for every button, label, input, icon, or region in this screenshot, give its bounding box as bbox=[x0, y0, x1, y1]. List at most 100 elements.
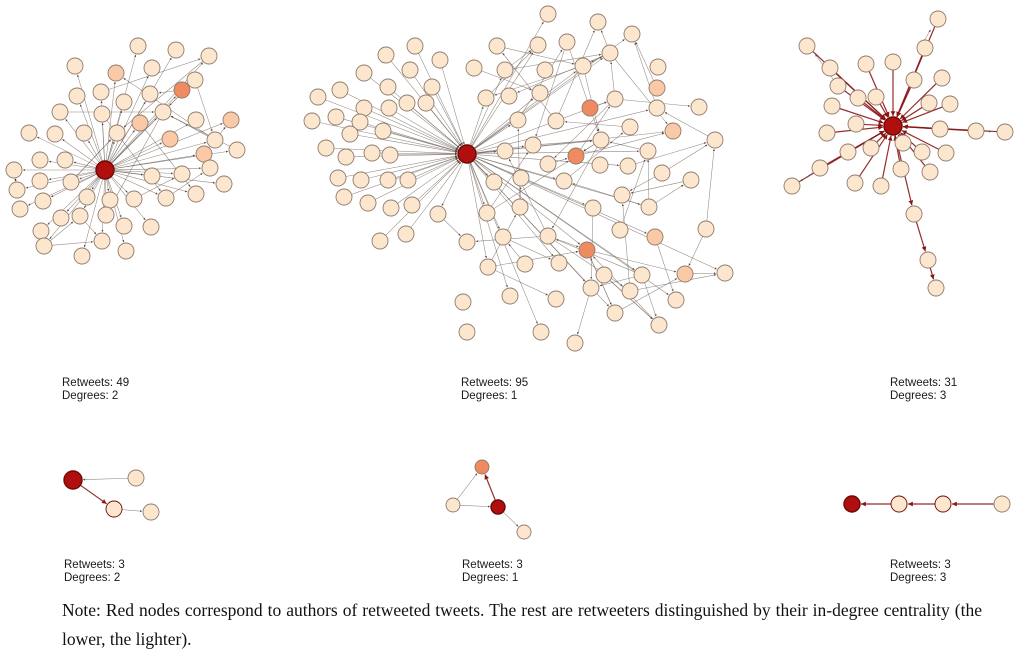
edge bbox=[111, 176, 128, 193]
retweeter-node bbox=[222, 111, 240, 129]
retweeter-node bbox=[555, 172, 573, 190]
retweeter-node bbox=[592, 131, 610, 149]
retweeter-node bbox=[667, 291, 685, 309]
edge bbox=[692, 272, 717, 275]
retweeter-node bbox=[558, 33, 576, 51]
retweeter-node bbox=[690, 98, 708, 116]
retweeter-node bbox=[117, 242, 135, 260]
retweeter-node bbox=[317, 139, 335, 157]
edge bbox=[902, 106, 943, 123]
retweeter-node bbox=[595, 266, 613, 284]
edge bbox=[630, 181, 684, 194]
edge bbox=[580, 106, 611, 150]
edge bbox=[594, 251, 677, 273]
retweeter-node bbox=[619, 157, 637, 175]
edge bbox=[923, 29, 931, 42]
edge bbox=[88, 140, 101, 163]
retweeter-node bbox=[187, 111, 205, 129]
retweeter-node bbox=[228, 141, 246, 159]
retweeter-node bbox=[142, 218, 160, 236]
edge bbox=[83, 178, 103, 248]
retweeter-node bbox=[539, 155, 557, 173]
edge bbox=[502, 52, 552, 115]
retweeter-node bbox=[934, 495, 952, 513]
edge bbox=[390, 132, 458, 152]
edge bbox=[397, 159, 460, 204]
retweeter-node bbox=[206, 131, 224, 149]
edge bbox=[435, 93, 463, 146]
retweeter-node bbox=[93, 232, 111, 250]
retweeter-node bbox=[398, 94, 416, 112]
edge bbox=[577, 295, 590, 335]
retweeter-node bbox=[937, 144, 955, 162]
retweeter-node bbox=[967, 122, 985, 140]
retweeter-node bbox=[359, 194, 377, 212]
edge bbox=[113, 173, 158, 195]
retweeter-node bbox=[496, 142, 514, 160]
edge bbox=[91, 177, 101, 190]
network-4-degrees: Degrees: 2 bbox=[64, 572, 121, 584]
retweeter-node bbox=[849, 89, 867, 107]
edge bbox=[112, 124, 189, 166]
retweeter-node bbox=[536, 61, 554, 79]
edge bbox=[622, 159, 646, 223]
retweeter-node bbox=[429, 205, 447, 223]
network-1-caption: Retweets: 49 Degrees: 2 bbox=[62, 377, 129, 403]
network-5-caption: Retweets: 3 Degrees: 1 bbox=[462, 559, 523, 585]
edge bbox=[473, 159, 581, 245]
edge bbox=[800, 172, 814, 182]
retweeter-node bbox=[195, 145, 213, 163]
retweeter-node bbox=[783, 177, 801, 195]
retweeter-node bbox=[34, 192, 52, 210]
retweeter-node bbox=[892, 160, 910, 178]
edge bbox=[901, 106, 923, 122]
edge bbox=[113, 142, 162, 167]
edge bbox=[558, 30, 595, 114]
retweeter-node bbox=[125, 190, 143, 208]
edge bbox=[473, 98, 534, 149]
retweeter-node bbox=[417, 94, 435, 112]
edge bbox=[901, 130, 940, 150]
edge bbox=[493, 160, 569, 209]
retweeter-node bbox=[62, 173, 80, 191]
edge bbox=[172, 172, 203, 194]
retweeter-node bbox=[894, 134, 912, 152]
retweeter-node bbox=[916, 39, 934, 57]
edge bbox=[49, 221, 74, 242]
edge bbox=[556, 239, 635, 273]
retweeter-node bbox=[32, 222, 50, 240]
edge bbox=[569, 49, 599, 132]
retweeter-node bbox=[56, 151, 74, 169]
edge bbox=[508, 243, 521, 258]
edge bbox=[609, 280, 653, 320]
retweeter-node bbox=[351, 113, 369, 131]
retweeter-node bbox=[512, 169, 530, 187]
retweeter-node bbox=[355, 99, 373, 117]
retweeter-node bbox=[621, 282, 639, 300]
edge bbox=[597, 101, 607, 106]
retweeter-node bbox=[355, 64, 373, 82]
edge bbox=[441, 161, 464, 207]
edge bbox=[36, 136, 98, 167]
edge bbox=[664, 112, 709, 137]
retweeter-node bbox=[516, 255, 534, 273]
retweeter-node bbox=[550, 254, 568, 272]
retweeter-node bbox=[611, 221, 629, 239]
retweeter-node bbox=[200, 47, 218, 65]
edge bbox=[470, 162, 500, 229]
retweeter-node bbox=[92, 83, 110, 101]
edge bbox=[629, 176, 656, 191]
edge bbox=[474, 124, 511, 150]
retweeter-node bbox=[591, 156, 609, 174]
edge bbox=[325, 99, 458, 151]
retweeter-node bbox=[374, 122, 392, 140]
retweeter-node bbox=[201, 159, 219, 177]
retweeter-node bbox=[303, 112, 321, 130]
author-node bbox=[883, 116, 903, 136]
author-node bbox=[63, 470, 83, 490]
retweeter-node bbox=[905, 205, 923, 223]
retweeter-node bbox=[846, 174, 864, 192]
edge bbox=[570, 132, 624, 177]
retweeter-node bbox=[479, 258, 497, 276]
